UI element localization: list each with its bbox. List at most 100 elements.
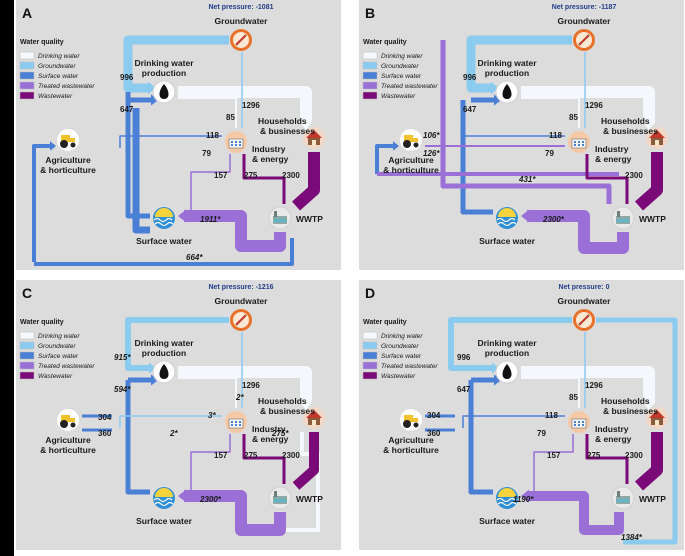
groundwater-compass-icon xyxy=(573,309,595,331)
wwtp-icon xyxy=(611,206,635,230)
flow-arrowhead xyxy=(521,209,529,223)
tractor-icon xyxy=(400,409,422,431)
flow-value-label: 79 xyxy=(545,149,554,158)
flow-value-label: 2300 xyxy=(625,171,643,180)
flow-industry-wastewater xyxy=(242,434,286,484)
legend-swatch xyxy=(362,331,378,340)
flow-arrowhead xyxy=(149,362,156,374)
legend-item-label: Groundwater xyxy=(381,63,419,70)
node-label-agriculture: Agriculture xyxy=(45,435,91,445)
flow-drinking-to-industry xyxy=(178,97,237,128)
legend-swatch xyxy=(19,81,35,90)
flow-value-label: 996 xyxy=(120,73,134,82)
flow-arrowhead xyxy=(178,489,186,503)
node-label-industry: Industry xyxy=(595,144,629,154)
flow-households-wastewater xyxy=(292,152,320,211)
node-label-households: Households xyxy=(601,396,650,406)
node-label-households: Households xyxy=(258,116,307,126)
panel-letter: B xyxy=(365,5,375,21)
flow-households-wastewater xyxy=(292,432,319,490)
legend-item-label: Surface water xyxy=(381,73,422,80)
flow-groundwater-to-drinking xyxy=(123,35,229,93)
surface-water-icon xyxy=(153,487,175,509)
legend-swatch xyxy=(19,341,35,350)
house-icon xyxy=(303,127,325,149)
flow-value-label: 1296 xyxy=(242,101,260,110)
legend-swatch xyxy=(19,331,35,340)
flow-arrowhead xyxy=(491,81,499,95)
flow-value-label: 79 xyxy=(537,429,546,438)
flow-arrowhead xyxy=(393,141,399,151)
flow-arrowhead xyxy=(50,141,56,151)
node-label-drinking-water: Drinking water xyxy=(477,58,537,68)
net-pressure-label: Net pressure: -1187 xyxy=(552,4,617,11)
surface-water-icon xyxy=(496,207,518,229)
panel-letter: D xyxy=(365,285,375,301)
legend-title: Water quality xyxy=(20,319,64,326)
legend-item-label: Wastewater xyxy=(381,373,416,380)
node-label-wwtp: WWTP xyxy=(296,214,323,224)
node-label-drinking-water: Drinking water xyxy=(134,338,194,348)
node-label-drinking-water: Drinking water xyxy=(477,338,537,348)
flow-value-label: 2300 xyxy=(282,451,300,460)
flow-value-label: 664* xyxy=(186,253,203,262)
node-label-agriculture-line2: & horticulture xyxy=(383,445,439,455)
node-label-surface-water: Surface water xyxy=(136,516,192,526)
node-label-agriculture-line2: & horticulture xyxy=(383,165,439,175)
flow-value-label: 2* xyxy=(235,393,244,402)
drop-icon xyxy=(495,80,519,104)
node-label-agriculture-line2: & horticulture xyxy=(40,165,96,175)
flow-value-label: 157 xyxy=(214,171,228,180)
flow-value-label: 1296 xyxy=(585,381,603,390)
legend-swatch xyxy=(19,51,35,60)
flow-value-label: 118 xyxy=(545,411,558,420)
legend-item-label: Drinking water xyxy=(381,333,423,340)
legend-swatch xyxy=(19,351,35,360)
node-label-surface-water: Surface water xyxy=(479,236,535,246)
flow-surface-to-agriculture xyxy=(32,144,54,262)
flow-value-label: 647 xyxy=(463,105,477,114)
flow-treated-reuse xyxy=(440,40,612,204)
flow-treated-to-surface xyxy=(527,210,629,254)
legend-swatch xyxy=(362,361,378,370)
legend-swatch xyxy=(362,351,378,360)
flow-value-label: 1190* xyxy=(513,495,534,504)
surface-water-icon xyxy=(496,487,518,509)
legend-swatch xyxy=(19,61,35,70)
node-label-groundwater: Groundwater xyxy=(558,16,612,26)
flow-surface-to-drinking-b xyxy=(125,92,150,219)
flow-industry-to-surface xyxy=(190,154,231,212)
legend-swatch xyxy=(362,51,378,60)
node-label-drinking-water-line2: production xyxy=(142,348,186,358)
flow-value-label: 2* xyxy=(169,429,178,438)
node-label-drinking-water: Drinking water xyxy=(134,58,194,68)
factory-icon xyxy=(225,411,247,433)
flow-surface-to-drinking xyxy=(125,380,150,495)
legend-item-label: Treated wastewater xyxy=(38,363,95,370)
flow-industry-wastewater xyxy=(585,434,629,484)
legend-item-label: Drinking water xyxy=(38,333,80,340)
flow-value-label: 360 xyxy=(98,429,112,438)
left-edge-bar xyxy=(0,0,14,556)
flow-value-label: 118 xyxy=(549,131,562,140)
legend-swatch xyxy=(362,341,378,350)
node-label-surface-water: Surface water xyxy=(136,236,192,246)
node-label-groundwater: Groundwater xyxy=(558,296,612,306)
net-pressure-label: Net pressure: -1081 xyxy=(209,4,274,11)
flow-value-label: 431* xyxy=(518,175,536,184)
net-pressure-label: Net pressure: 0 xyxy=(559,284,610,291)
flow-drinking-to-households xyxy=(178,86,312,124)
factory-icon xyxy=(225,131,247,153)
flow-treated-to-surface xyxy=(527,491,624,535)
wwtp-icon xyxy=(611,486,635,510)
node-label-agriculture: Agriculture xyxy=(388,155,434,165)
flow-industry-wastewater xyxy=(585,154,629,204)
legend-item-label: Treated wastewater xyxy=(381,83,438,90)
node-label-wwtp: WWTP xyxy=(639,214,666,224)
node-label-industry-line2: & energy xyxy=(595,434,632,444)
house-icon xyxy=(303,407,325,429)
flow-surface-to-industry xyxy=(462,415,565,428)
